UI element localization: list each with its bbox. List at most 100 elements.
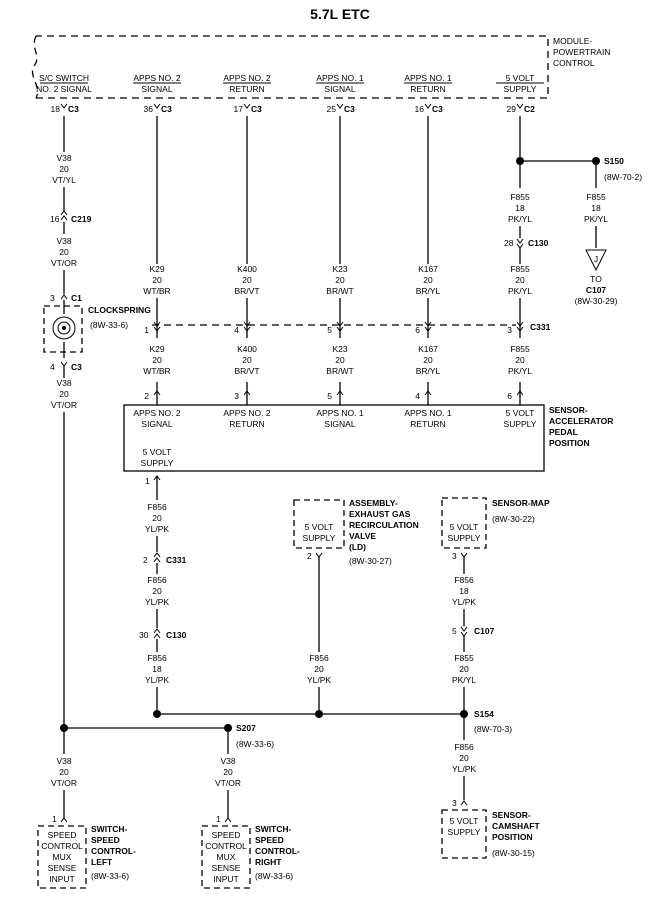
pcm-pin-number-ss2: 18: [51, 104, 61, 114]
label-connectors-c219-name: C219: [71, 214, 92, 224]
label-wires-v38-vtyl-0: V38: [56, 153, 71, 163]
label-sw-left-label-1: CONTROL: [41, 841, 83, 851]
wire-f856-left: 1 F856 20 YL/PK 2 C331 F856 20 YL/PK 30 …: [139, 475, 187, 718]
pcm-pin-connector-apps2s: C3: [161, 104, 172, 114]
label-egr-title-lines-2: RECIRCULATION: [349, 520, 419, 530]
label-sw-left-label-2: MUX: [53, 852, 72, 862]
label-sw-right-title-lines-0: SWITCH-: [255, 824, 292, 834]
label-wires-f856-d-2: YL/PK: [307, 675, 331, 685]
label-map-title: SENSOR-MAP: [492, 498, 550, 508]
label-connectors-c331-name: C331: [530, 322, 551, 332]
label-wires-f855-c-0: F855: [454, 653, 474, 663]
assembly-egr-valve: 5 VOLT SUPPLY ASSEMBLY- EXHAUST GAS RECI…: [293, 498, 419, 718]
diagram-title: 5.7L ETC: [310, 6, 370, 22]
c331-pin-2: 5: [327, 325, 332, 335]
app-box-sublabel-1: RETURN: [229, 419, 264, 429]
label-wires-f855-c-1: 20: [459, 664, 469, 674]
wire-label-k23_a-1: 20: [335, 275, 345, 285]
app-box-label-2: APPS NO. 1: [316, 408, 364, 418]
label-connectors-c107-name: C107: [474, 626, 495, 636]
label-app-sensor-supply-pin: 1: [145, 476, 150, 486]
label-wires-f856-e-1: 18: [459, 586, 469, 596]
pcm-pin-connector-ss2: C3: [68, 104, 79, 114]
label-sw-left-title-lines-0: SWITCH-: [91, 824, 128, 834]
label-cmp-title-lines-0: SENSOR-: [492, 810, 531, 820]
label-egr-title-lines-4: (LD): [349, 542, 366, 552]
label-sw-right-label-4: INPUT: [213, 874, 239, 884]
pcm-pin-sublabel-ss2: NO. 2 SIGNAL: [36, 84, 92, 94]
label-wires-f856-d-1: 20: [314, 664, 324, 674]
label-connectors-c219-pin: 16: [50, 214, 60, 224]
label-wires-f855-d-0: F855: [586, 192, 606, 202]
pcm-pin-connector-apps2r: C3: [251, 104, 262, 114]
label-connectors-c130-top-name: C130: [528, 238, 549, 248]
wire-label-k400_a-2: BR/VT: [234, 286, 259, 296]
app-pin-1: 3: [234, 391, 239, 401]
sensor-map: 5 VOLT SUPPLY SENSOR-MAP (8W-30-22) 3 F8…: [441, 497, 550, 718]
connector-c1: 3 C1: [50, 293, 82, 303]
label-pcm-label-lines-2: CONTROL: [553, 58, 595, 68]
label-connectors-c130-lower-pin: 30: [139, 630, 149, 640]
wire-v38-lower: V38 20 VT/OR: [51, 366, 77, 728]
connector-c331: C331: [152, 322, 551, 332]
wire-label-k23_b-2: BR/WT: [326, 366, 353, 376]
wire-label-f855-lower-1: 20: [515, 355, 525, 365]
label-sw-right-label-3: SENSE: [212, 863, 241, 873]
connector-c130-top: 28 C130: [504, 238, 549, 249]
label-pcm-label-lines-1: POWERTRAIN: [553, 47, 610, 57]
label-wires-f855-d-2: PK/YL: [584, 214, 608, 224]
app-box-sublabel-0: SIGNAL: [141, 419, 172, 429]
pcm-pin-label-apps1s: APPS NO. 1: [316, 73, 364, 83]
label-sw-right-title-lines-3: RIGHT: [255, 857, 282, 867]
label-wires-f856-b-1: 20: [152, 586, 162, 596]
clockspring-label: CLOCKSPRING: [88, 305, 151, 315]
label-wires-f856-c-0: F856: [147, 653, 167, 663]
app-box-label-4: 5 VOLT: [506, 408, 535, 418]
label-wires-v38-r-0: V38: [220, 756, 235, 766]
label-wires-v38-vtyl-2: VT/YL: [52, 175, 76, 185]
label-sw-left-title-lines-3: LEFT: [91, 857, 113, 867]
label-wires-f856-a-0: F856: [147, 502, 167, 512]
label-wires-f855-d-1: 18: [591, 203, 601, 213]
label-egr-title-lines-0: ASSEMBLY-: [349, 498, 398, 508]
wire-f855-mid: F855 20 PK/YL: [508, 248, 532, 325]
label-wires-f855-b-2: PK/YL: [508, 286, 532, 296]
label-connectors-c107-ground-name: C107: [586, 285, 607, 295]
app-pin-3: 4: [415, 391, 420, 401]
app-box-label-1: APPS NO. 2: [223, 408, 271, 418]
wire-label-k23_a-0: K23: [332, 264, 347, 274]
wire-label-k400_b-1: 20: [242, 355, 252, 365]
label-connectors-c107-pin: 5: [452, 626, 457, 636]
wire-label-k29_b-1: 20: [152, 355, 162, 365]
label-sw-left-title-lines-1: SPEED: [91, 835, 120, 845]
label-wires-f856-b-0: F856: [147, 575, 167, 585]
label-sw-left-label-3: SENSE: [48, 863, 77, 873]
label-wires-f855-a-0: F855: [510, 192, 530, 202]
wire-label-f855-lower-2: PK/YL: [508, 366, 532, 376]
wire-label-k167_b-2: BR/YL: [416, 366, 441, 376]
label-sw-right-label-2: MUX: [217, 852, 236, 862]
label-egr-label-0: 5 VOLT: [305, 522, 334, 532]
label-sw-left-ref: (8W-33-6): [91, 871, 129, 881]
connector-c219: 16 C219: [50, 210, 92, 224]
app-box-sublabel-4: SUPPLY: [504, 419, 537, 429]
label-app-sensor-title-lines-3: POSITION: [549, 438, 590, 448]
app-pin-0: 2: [144, 391, 149, 401]
label-wires-f856-c-1: 18: [152, 664, 162, 674]
label-egr-ref: (8W-30-27): [349, 556, 392, 566]
label-wires-v38-vtor-2-1: 20: [59, 389, 69, 399]
wire-label-k23_b-1: 20: [335, 355, 345, 365]
label-wires-f855-a-2: PK/YL: [508, 214, 532, 224]
label-connectors-c331-lower-pin: 2: [143, 555, 148, 565]
label-wires-v38-vtor-2-2: VT/OR: [51, 400, 77, 410]
wire-label-k167_b-0: K167: [418, 344, 438, 354]
pcm-pin-label-ss2: S/C SWITCH: [39, 73, 89, 83]
label-splices-s207-ref: (8W-33-6): [236, 739, 274, 749]
wire-v38-mid: V38 20 VT/OR: [51, 222, 77, 294]
label-app-sensor-title-lines-2: PEDAL: [549, 427, 578, 437]
pcm-pin-number-apps2s: 36: [144, 104, 154, 114]
label-sw-right-title-lines-2: CONTROL-: [255, 846, 300, 856]
label-map-ref: (8W-30-22): [492, 514, 535, 524]
label-map-label-0: 5 VOLT: [450, 522, 479, 532]
